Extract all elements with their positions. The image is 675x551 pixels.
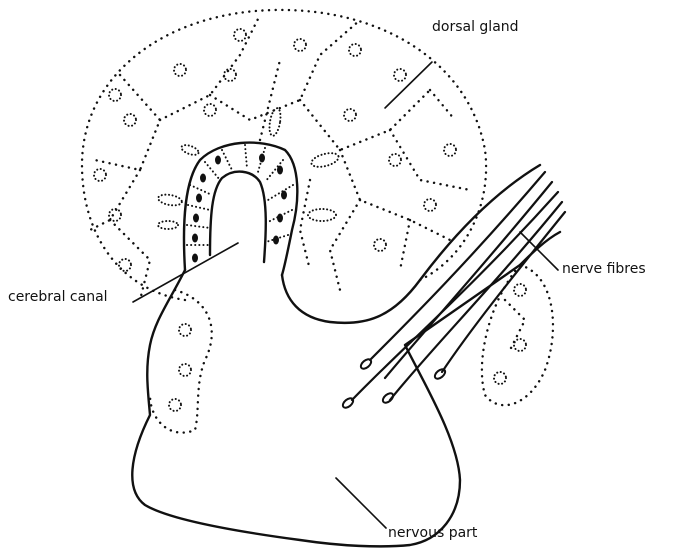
dorsal-gland-dots: [82, 10, 553, 433]
nucleus: [424, 199, 436, 211]
gland-nuclei: [94, 29, 526, 411]
nerve-cell: [341, 396, 355, 409]
nucleus: [179, 364, 191, 376]
gland-cell-boundary: [430, 90, 455, 120]
leader-lines: [133, 62, 558, 528]
cell-cluster: [268, 107, 283, 136]
nucleus: [494, 372, 506, 384]
label-nerve-fibres: nerve fibres: [562, 262, 646, 276]
canal-cell-nuclei: [192, 154, 287, 263]
nucleus: [444, 144, 456, 156]
nerve-fibre: [385, 182, 552, 378]
nerve-cell: [359, 357, 373, 370]
gland-cell-boundary: [95, 75, 160, 170]
nucleus-solid: [277, 166, 283, 175]
cell-cluster: [157, 193, 182, 207]
label-cerebral-canal: cerebral canal: [8, 290, 108, 304]
cell-cluster: [310, 151, 340, 170]
nucleus: [109, 89, 121, 101]
nucleus: [179, 324, 191, 336]
nerve-cell: [381, 391, 395, 404]
nucleus: [514, 284, 526, 296]
nucleus-solid: [192, 234, 198, 243]
canal-epithelium-cells: [187, 145, 293, 245]
leader-nervous-part: [336, 478, 386, 528]
nucleus-solid: [196, 194, 202, 203]
nucleus: [374, 239, 386, 251]
gland-cell-boundary: [300, 90, 430, 150]
nucleus: [394, 69, 406, 81]
nucleus: [294, 39, 306, 51]
nucleus: [124, 114, 136, 126]
nucleus: [204, 104, 216, 116]
nerve-cell: [433, 367, 447, 380]
gland-cell-boundary: [400, 220, 410, 270]
label-dorsal-gland: dorsal gland: [432, 20, 519, 34]
nucleus: [514, 339, 526, 351]
nucleus: [94, 169, 106, 181]
nucleus: [234, 29, 246, 41]
nucleus: [389, 154, 401, 166]
nucleus: [119, 259, 131, 271]
gland-cell-boundary: [300, 180, 310, 270]
gland-cell-boundary: [90, 170, 140, 230]
nucleus: [224, 69, 236, 81]
leader-cerebral-canal: [133, 243, 238, 302]
gland-cell-boundary: [210, 20, 360, 120]
nucleus-solid: [193, 214, 199, 223]
gland-cell-boundary: [340, 150, 450, 240]
nucleus: [349, 44, 361, 56]
nucleus-solid: [215, 156, 221, 165]
nucleus-solid: [200, 174, 206, 183]
lower-left-gland-lobe: [150, 290, 212, 433]
nucleus: [344, 109, 356, 121]
nerve-fibre: [390, 202, 562, 400]
cell-cluster: [180, 143, 200, 157]
label-nervous-part: nervous part: [388, 526, 477, 540]
nucleus-solid: [259, 154, 265, 163]
nerve-fibres: [352, 172, 565, 400]
nucleus: [174, 64, 186, 76]
nucleus-solid: [273, 236, 279, 245]
nucleus: [169, 399, 181, 411]
gland-cell-boundary: [330, 200, 360, 290]
cell-cluster: [308, 209, 336, 221]
nucleus: [109, 209, 121, 221]
gland-cell-boundary: [110, 220, 150, 300]
dorsal-gland-outline: [82, 10, 486, 300]
nucleus-solid: [277, 214, 283, 223]
canal-inner-wall: [210, 172, 266, 262]
nucleus-solid: [192, 254, 198, 263]
cell-cluster: [158, 221, 178, 229]
nerve-cell-bodies: [341, 357, 447, 409]
nucleus-solid: [281, 191, 287, 200]
leader-dorsal-gland: [385, 62, 432, 108]
